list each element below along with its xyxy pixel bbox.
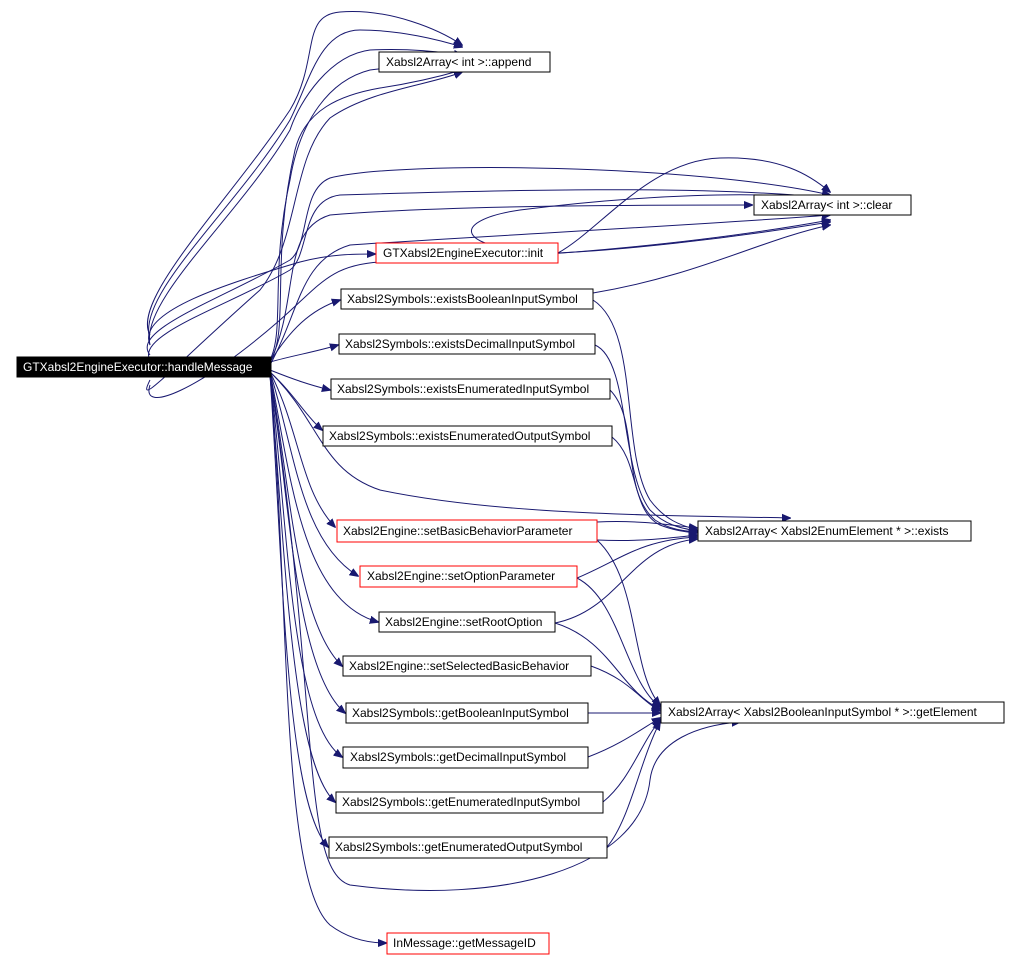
node-getBool-label: Xabsl2Symbols::getBooleanInputSymbol xyxy=(352,706,569,720)
edge-append-2 xyxy=(148,29,462,341)
node-getMsgID[interactable]: InMessage::getMessageID xyxy=(386,932,550,955)
node-existsEnumOut-label: Xabsl2Symbols::existsEnumeratedOutputSym… xyxy=(329,429,590,443)
node-setOption-label: Xabsl2Engine::setOptionParameter xyxy=(367,569,555,583)
edge-exists-1 xyxy=(592,299,697,530)
edge-getDec xyxy=(269,374,342,757)
edge-getElement-6 xyxy=(587,718,660,758)
node-getEnumIn[interactable]: Xabsl2Symbols::getEnumeratedInputSymbol xyxy=(335,791,604,814)
node-getDec[interactable]: Xabsl2Symbols::getDecimalInputSymbol xyxy=(342,746,589,769)
node-getElement-label: Xabsl2Array< Xabsl2BooleanInputSymbol * … xyxy=(668,705,978,719)
edge-getElement-4 xyxy=(590,665,660,711)
node-existsDec[interactable]: Xabsl2Symbols::existsDecimalInputSymbol xyxy=(338,333,596,355)
edge-clear-2 xyxy=(147,189,830,361)
node-existsEnumOut[interactable]: Xabsl2Symbols::existsEnumeratedOutputSym… xyxy=(322,425,613,447)
node-setOption[interactable]: Xabsl2Engine::setOptionParameter xyxy=(359,565,578,588)
node-init[interactable]: GTXabsl2EngineExecutor::init xyxy=(375,242,559,264)
node-getBool[interactable]: Xabsl2Symbols::getBooleanInputSymbol xyxy=(345,702,589,724)
edge-exists-7 xyxy=(576,537,697,579)
node-init-label: GTXabsl2EngineExecutor::init xyxy=(383,246,544,260)
node-clear-label: Xabsl2Array< int >::clear xyxy=(761,198,892,212)
node-exists[interactable]: Xabsl2Array< Xabsl2EnumElement * >::exis… xyxy=(697,520,972,542)
node-getMsgID-label: InMessage::getMessageID xyxy=(393,936,536,950)
edge-getElement-2 xyxy=(576,577,660,707)
edge-clear-4 xyxy=(269,215,830,366)
edge-clear-9 xyxy=(557,157,830,254)
edge-getElement-1 xyxy=(596,539,660,705)
edge-setBasic xyxy=(269,371,335,527)
node-clear[interactable]: Xabsl2Array< int >::clear xyxy=(753,194,912,216)
edge-getElement-8 xyxy=(606,722,660,848)
edge-setSelected xyxy=(269,374,342,666)
node-setBasic[interactable]: Xabsl2Engine::setBasicBehaviorParameter xyxy=(336,519,598,543)
node-handleMessage-label: GTXabsl2EngineExecutor::handleMessage xyxy=(23,360,253,374)
edge-getEnumIn xyxy=(269,374,335,802)
node-existsBool-label: Xabsl2Symbols::existsBooleanInputSymbol xyxy=(347,292,578,306)
edge-exists-3 xyxy=(609,389,697,532)
edge-exists-2 xyxy=(594,344,697,531)
node-getElement[interactable]: Xabsl2Array< Xabsl2BooleanInputSymbol * … xyxy=(660,701,1005,724)
edge-init xyxy=(148,254,375,346)
node-append[interactable]: Xabsl2Array< int >::append xyxy=(378,51,551,73)
edge-clear-6 xyxy=(557,222,830,254)
edge-append-1 xyxy=(147,11,462,336)
node-setRoot-label: Xabsl2Engine::setRootOption xyxy=(385,615,542,629)
edge-clear-3 xyxy=(269,205,752,363)
node-getDec-label: Xabsl2Symbols::getDecimalInputSymbol xyxy=(350,750,566,764)
edge-getElement-7 xyxy=(602,720,660,803)
node-append-label: Xabsl2Array< int >::append xyxy=(386,55,531,69)
node-exists-label: Xabsl2Array< Xabsl2EnumElement * >::exis… xyxy=(705,524,948,538)
node-getEnumOut-label: Xabsl2Symbols::getEnumeratedOutputSymbol xyxy=(335,840,582,854)
edge-append-6 xyxy=(146,72,462,391)
edge-setOption xyxy=(269,371,358,576)
edge-getEnumOut xyxy=(269,374,328,847)
node-handleMessage[interactable]: GTXabsl2EngineExecutor::handleMessage xyxy=(16,356,272,378)
edge-clear-8 xyxy=(592,225,830,294)
node-existsEnumIn[interactable]: Xabsl2Symbols::existsEnumeratedInputSymb… xyxy=(330,378,611,400)
edge-exists-4 xyxy=(611,436,697,533)
edge-clear-1 xyxy=(146,167,830,356)
edge-existsEnumIn xyxy=(269,369,330,390)
edges xyxy=(146,11,830,943)
nodes: GTXabsl2EngineExecutor::handleMessage Xa… xyxy=(16,51,1005,955)
node-getEnumIn-label: Xabsl2Symbols::getEnumeratedInputSymbol xyxy=(342,795,580,809)
edge-exists-8 xyxy=(554,539,697,624)
node-existsEnumIn-label: Xabsl2Symbols::existsEnumeratedInputSymb… xyxy=(337,382,589,396)
edge-exists-9 xyxy=(269,371,790,518)
node-existsBool[interactable]: Xabsl2Symbols::existsBooleanInputSymbol xyxy=(340,288,594,310)
edge-setRoot xyxy=(269,371,378,622)
edge-exists-6 xyxy=(596,535,697,542)
node-setSelected-label: Xabsl2Engine::setSelectedBasicBehavior xyxy=(349,659,569,673)
node-setRoot[interactable]: Xabsl2Engine::setRootOption xyxy=(378,611,556,633)
node-setBasic-label: Xabsl2Engine::setBasicBehaviorParameter xyxy=(343,524,572,538)
edge-existsDec xyxy=(269,345,338,363)
edge-exists-5 xyxy=(596,521,697,528)
node-setSelected[interactable]: Xabsl2Engine::setSelectedBasicBehavior xyxy=(342,655,592,677)
edge-existsBool xyxy=(269,300,340,363)
edge-getMsgID xyxy=(269,374,386,943)
edge-getElement-3 xyxy=(554,622,660,709)
edge-getElement-9 xyxy=(269,374,740,891)
node-existsDec-label: Xabsl2Symbols::existsDecimalInputSymbol xyxy=(345,337,575,351)
node-getEnumOut[interactable]: Xabsl2Symbols::getEnumeratedOutputSymbol xyxy=(328,836,608,859)
edge-append-5 xyxy=(269,70,462,363)
edge-append-3 xyxy=(148,48,462,346)
edge-clear-5 xyxy=(148,220,830,398)
